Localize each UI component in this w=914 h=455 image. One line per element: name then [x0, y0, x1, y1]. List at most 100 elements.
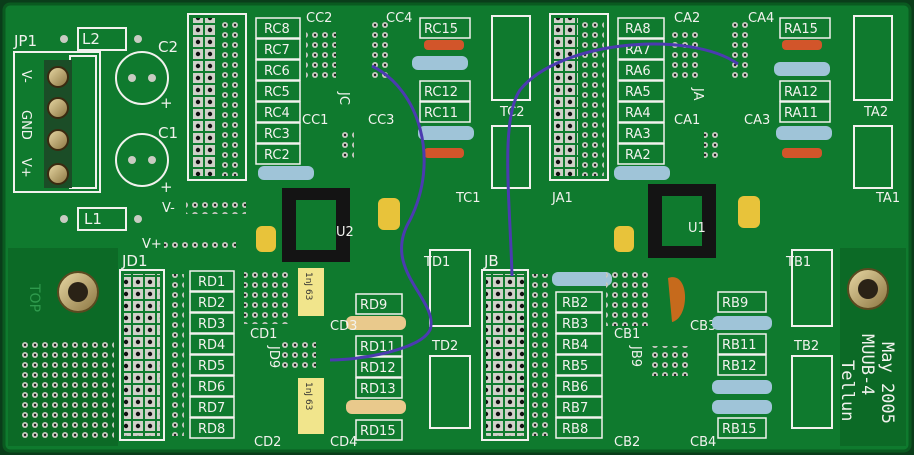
pin-gnd-label: GND — [18, 110, 33, 140]
ca2-label: CA2 — [674, 11, 700, 26]
ja-label: JA — [690, 87, 705, 101]
section-a: RA8 RA7 RA6 RA5 RA4 RA3 RA2 CA2 JA CA1 C… — [549, 11, 900, 258]
rc-right-labels: RC15 RC12 RC11 — [419, 17, 471, 123]
svg-text:RC12: RC12 — [424, 85, 458, 100]
svg-text:RB7: RB7 — [562, 401, 588, 416]
rd-mid-labels: RD9 RD11 RD12 RD13 RD15 — [355, 293, 403, 441]
svg-text:RA3: RA3 — [625, 127, 651, 142]
svg-text:RD12: RD12 — [360, 361, 396, 376]
film-capacitor-2: 1nJ 63 — [298, 378, 324, 434]
svg-text:RB15: RB15 — [722, 422, 757, 437]
svg-text:RC4: RC4 — [264, 106, 290, 121]
svg-text:RB9: RB9 — [722, 296, 748, 311]
pin-vplus-label: V+ — [18, 158, 33, 178]
svg-text:RB8: RB8 — [562, 422, 588, 437]
cc2-label: CC2 — [306, 11, 332, 26]
tc1-label: TC1 — [455, 191, 481, 206]
ta2-label: TA2 — [863, 105, 888, 120]
c2-label: C2 — [158, 38, 178, 56]
jumper-wire-2 — [506, 42, 739, 277]
svg-text:U1: U1 — [688, 221, 706, 236]
svg-text:RC3: RC3 — [264, 127, 290, 142]
svg-text:RD13: RD13 — [360, 382, 396, 397]
rail-vminus-label: V- — [162, 201, 175, 216]
svg-text:RA4: RA4 — [625, 106, 651, 121]
svg-text:RC7: RC7 — [264, 43, 290, 58]
section-b: JB RB2 RB3 RB4 RB5 RB6 RB7 RB8 CB1 JB9 C… — [481, 249, 833, 450]
cc3-label: CC3 — [368, 113, 394, 128]
ca3-label: CA3 — [744, 113, 770, 128]
jp1-label: JP1 — [13, 32, 37, 50]
svg-text:RD4: RD4 — [198, 338, 225, 353]
ja1-label: JA1 — [551, 191, 573, 206]
svg-text:MUUB-4: MUUB-4 — [857, 334, 877, 395]
rb-resistor-labels: RB2 RB3 RB4 RB5 RB6 RB7 RB8 — [555, 291, 603, 439]
svg-text:RD1: RD1 — [198, 275, 225, 290]
svg-text:RB2: RB2 — [562, 296, 588, 311]
cd2-label: CD2 — [254, 435, 281, 450]
jc-label: JC — [336, 91, 351, 105]
tb2-label: TB2 — [793, 339, 819, 354]
prototype-pad-grid — [18, 338, 114, 442]
cb3-label: CB3 — [690, 319, 716, 334]
svg-text:RC11: RC11 — [424, 106, 458, 121]
cb4-label: CB4 — [690, 435, 716, 450]
ra-resistors — [614, 40, 832, 180]
c1-label: C1 — [158, 124, 178, 142]
svg-text:RD3: RD3 — [198, 317, 225, 332]
mounting-hole-left — [57, 271, 99, 313]
rd-resistor-labels: RD1 RD2 RD3 RD4 RD5 RD6 RD7 RD8 — [189, 270, 235, 439]
ceramic-capacitor — [668, 277, 686, 322]
board-credit: Tellun MUUB-4 May 2005 — [837, 334, 897, 424]
svg-text:RC2: RC2 — [264, 148, 290, 163]
ca4-label: CA4 — [748, 11, 774, 26]
cc1-label: CC1 — [302, 113, 328, 128]
svg-text:RB4: RB4 — [562, 338, 588, 353]
svg-text:RB12: RB12 — [722, 359, 757, 374]
svg-text:1nJ 63: 1nJ 63 — [303, 382, 313, 410]
jd9-label: JD9 — [266, 345, 281, 368]
top-marking: TOP — [26, 283, 42, 312]
svg-text:RC6: RC6 — [264, 64, 290, 79]
ta1-label: TA1 — [875, 191, 900, 206]
power-area: JP1 V- GND V+ L2 C2 + C1 + L1 V- V+ — [13, 27, 246, 252]
svg-text:RA7: RA7 — [625, 43, 651, 58]
svg-text:RD15: RD15 — [360, 424, 396, 439]
cd1-label: CD1 — [250, 327, 277, 342]
jb9-label: JB9 — [628, 345, 643, 367]
film-capacitor-1: 1nJ 63 — [298, 268, 324, 316]
rc-resistors — [258, 40, 474, 180]
svg-text:RD5: RD5 — [198, 359, 225, 374]
cc4-label: CC4 — [386, 11, 412, 26]
pin-vminus-label: V- — [18, 70, 33, 83]
l1-label: L1 — [84, 210, 102, 228]
rb-right-labels: RB9 RB11 RB12 RB15 — [717, 291, 767, 439]
svg-text:RD8: RD8 — [198, 422, 225, 437]
svg-text:RA11: RA11 — [784, 106, 818, 121]
svg-text:RA6: RA6 — [625, 64, 651, 79]
svg-text:U2: U2 — [336, 225, 354, 240]
u2-socket: U2 — [282, 188, 354, 262]
c2-plus: + — [160, 94, 173, 112]
svg-text:RD7: RD7 — [198, 401, 225, 416]
svg-text:RA5: RA5 — [625, 85, 651, 100]
svg-text:RD2: RD2 — [198, 296, 225, 311]
jb-label: JB — [483, 252, 499, 270]
td1-label: TD1 — [423, 255, 450, 270]
tb1-label: TB1 — [785, 255, 811, 270]
terminal-block — [44, 60, 72, 188]
svg-text:RA12: RA12 — [784, 85, 818, 100]
cb1-label: CB1 — [614, 327, 640, 342]
svg-text:Tellun: Tellun — [837, 360, 857, 421]
svg-text:May 2005: May 2005 — [877, 342, 897, 424]
td2-label: TD2 — [431, 339, 458, 354]
jd1-label: JD1 — [121, 252, 148, 270]
ca1-label: CA1 — [674, 113, 700, 128]
svg-text:RB3: RB3 — [562, 317, 588, 332]
rail-vplus-label: V+ — [142, 237, 162, 252]
svg-text:RA2: RA2 — [625, 148, 651, 163]
svg-text:RA8: RA8 — [625, 22, 651, 37]
cb2-label: CB2 — [614, 435, 640, 450]
section-c: RC8 RC7 RC6 RC5 RC4 RC3 RC2 CC2 JC CC1 C… — [187, 11, 531, 262]
